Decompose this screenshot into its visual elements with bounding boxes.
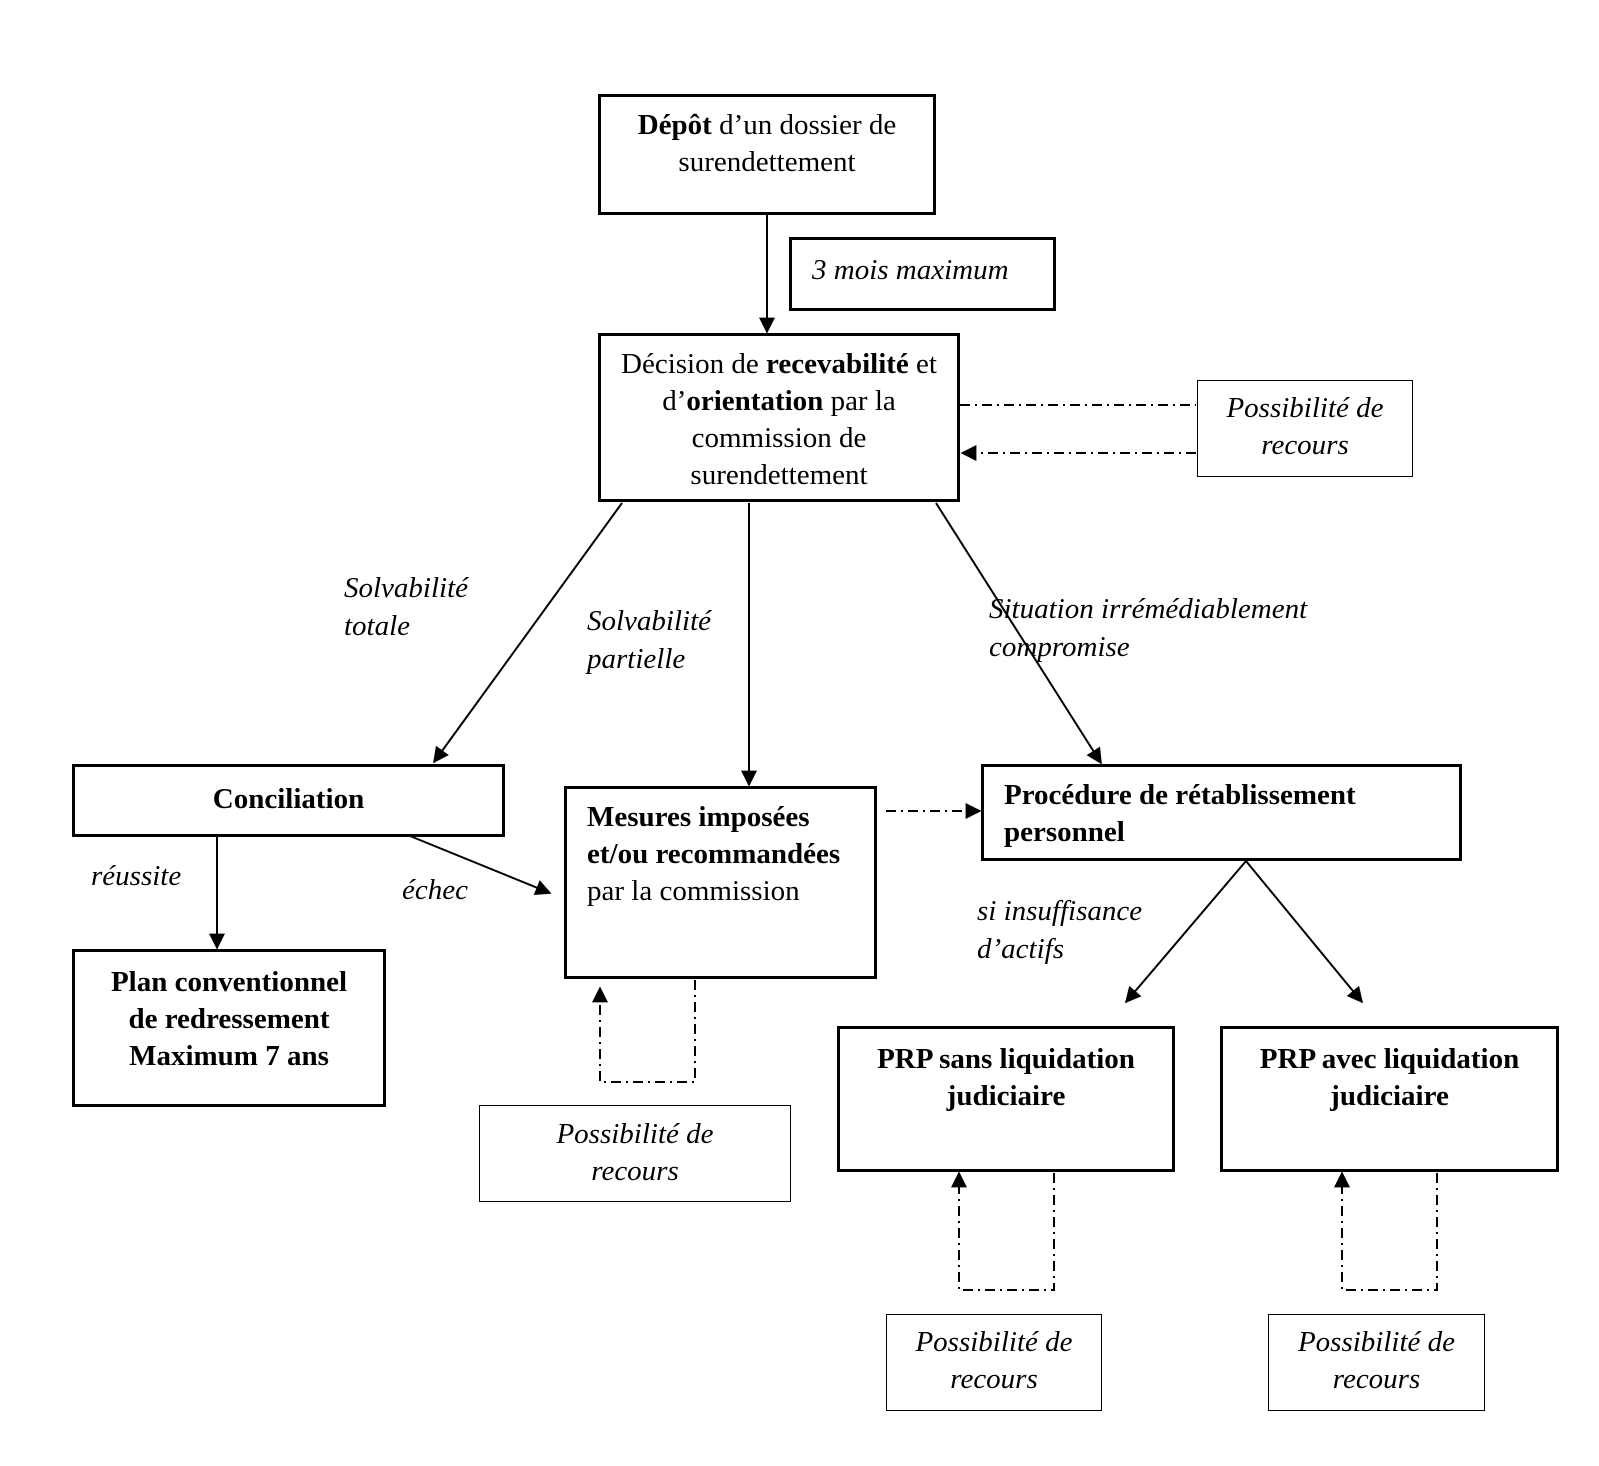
arrow-conciliation-mesures [409, 835, 552, 895]
node-recours-top-line2: recours [1261, 429, 1349, 461]
label-solvabilite-partielle-line2: partielle [587, 643, 686, 675]
label-solvabilite-partielle: Solvabilité partielle [587, 602, 711, 678]
arrow-prp-sans [1124, 860, 1247, 1004]
node-depot-text: d’un dossier de surendettement [678, 109, 897, 178]
node-prp-avec-text: PRP avec liquidation judiciaire [1259, 1043, 1520, 1112]
node-prp-sans-text: PRP sans liquidation judiciaire [877, 1043, 1135, 1112]
node-conciliation: Conciliation [72, 764, 505, 837]
node-plan-line3: Maximum 7 ans [129, 1040, 329, 1072]
node-recours-top-line1: Possibilité de [1226, 392, 1384, 424]
arrow-decision-conciliation [433, 502, 623, 764]
arrow-prp-avec [1245, 860, 1364, 1004]
arrow-decision-prp [935, 502, 1102, 765]
node-recours-mesures-line1: Possibilité de [556, 1118, 714, 1150]
node-recours-sans-line2: recours [950, 1363, 1038, 1395]
node-decision-text-3: par la commission de surendettement [690, 385, 896, 491]
node-delai: 3 mois maximum [789, 237, 1056, 311]
recours-loop-sans [951, 1171, 1055, 1291]
node-mesures-text: par la commission [587, 875, 800, 907]
node-decision-text-1: Décision de [621, 348, 766, 380]
label-insuffisance: si insuffisance d’actifs [977, 892, 1142, 968]
node-decision-bold-2: orientation [686, 385, 824, 417]
node-prp-text: Procédure de rétablissement personnel [1004, 779, 1356, 848]
node-plan-line2: de redressement [128, 1003, 330, 1035]
node-delai-text: 3 mois maximum [812, 254, 1009, 286]
label-reussite-text: réussite [91, 860, 182, 892]
node-recours-avec-line2: recours [1332, 1363, 1421, 1395]
node-recours-avec-line1: Possibilité de [1297, 1326, 1456, 1358]
node-mesures-bold: Mesures imposées et/ou recommandées [587, 801, 841, 870]
label-solvabilite-totale: Solvabilité totale [344, 569, 468, 645]
label-reussite: réussite [91, 857, 181, 895]
recours-loop-avec [1334, 1171, 1438, 1291]
node-recours-mesures: Possibilité de recours [479, 1105, 791, 1202]
label-insuffisance-line1: si insuffisance [977, 895, 1143, 927]
label-insuffisance-line2: d’actifs [977, 933, 1064, 965]
node-recours-avec: Possibilité de recours [1268, 1314, 1485, 1411]
node-mesures: Mesures imposées et/ou recommandées par … [564, 786, 877, 979]
node-conciliation-text: Conciliation [212, 783, 365, 815]
label-situation: Situation irrémédiablement compromise [989, 590, 1307, 666]
node-recours-sans-line1: Possibilité de [915, 1326, 1073, 1358]
node-plan: Plan conventionnel de redressement Maxim… [72, 949, 386, 1107]
node-decision-text-2: et d’ [662, 348, 937, 417]
label-situation-line1: Situation irrémédiablement [989, 593, 1308, 625]
node-decision: Décision de recevabilité et d’orientatio… [598, 333, 960, 502]
label-situation-line2: compromise [989, 631, 1130, 663]
node-recours-sans: Possibilité de recours [886, 1314, 1102, 1411]
label-echec: échec [402, 871, 468, 909]
node-decision-bold-1: recevabilité [765, 348, 909, 380]
label-solvabilite-totale-line2: totale [344, 610, 411, 642]
label-solvabilite-partielle-line1: Solvabilité [587, 605, 712, 637]
node-recours-top: Possibilité de recours [1197, 380, 1413, 477]
label-echec-text: échec [402, 874, 468, 906]
node-recours-mesures-line2: recours [591, 1155, 679, 1187]
node-depot-bold: Dépôt [637, 109, 712, 141]
node-prp-avec: PRP avec liquidation judiciaire [1220, 1026, 1559, 1172]
node-prp: Procédure de rétablissement personnel [981, 764, 1462, 861]
node-depot: Dépôt d’un dossier de surendettement [598, 94, 936, 215]
node-plan-line1: Plan conventionnel [110, 966, 348, 998]
node-prp-sans: PRP sans liquidation judiciaire [837, 1026, 1175, 1172]
label-solvabilite-totale-line1: Solvabilité [344, 572, 469, 604]
recours-loop-mesures [592, 980, 696, 1083]
